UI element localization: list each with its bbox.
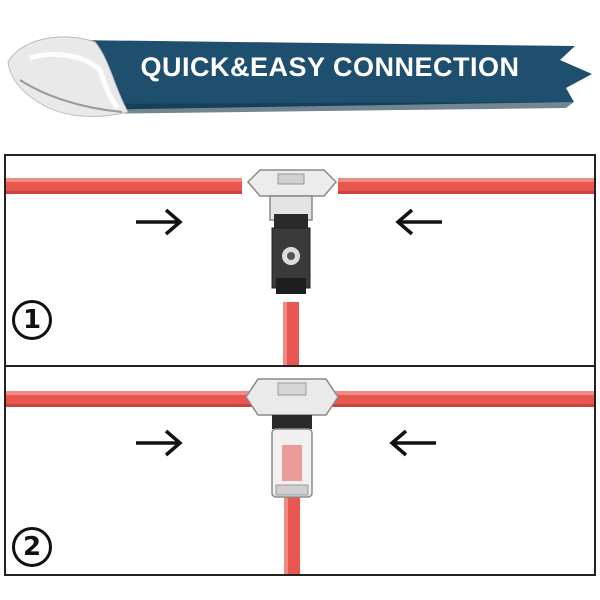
step-number-badge: 2	[12, 527, 52, 567]
banner: QUICK&EASY CONNECTION	[0, 0, 600, 145]
step-1-panel: 1	[4, 154, 596, 366]
arrow-left-icon	[389, 429, 436, 457]
banner-ribbon-graphic	[7, 36, 592, 117]
step-2-panel: 2	[4, 366, 596, 576]
left-wire	[6, 178, 242, 194]
step-number-badge: 1	[12, 300, 52, 340]
arrow-right-icon	[136, 208, 183, 236]
step-2-illustration	[6, 378, 594, 574]
right-wire	[338, 178, 594, 194]
bottom-wire	[284, 497, 300, 574]
arrow-right-icon	[136, 429, 183, 457]
step-1-illustration	[6, 169, 594, 365]
t-tap-connector	[245, 378, 339, 498]
arrow-left-icon	[395, 208, 442, 236]
left-wire	[6, 391, 266, 407]
t-tap-connector	[246, 169, 338, 294]
banner-title: QUICK&EASY CONNECTION	[140, 52, 520, 82]
right-wire	[318, 391, 594, 407]
bottom-wire	[283, 302, 299, 365]
